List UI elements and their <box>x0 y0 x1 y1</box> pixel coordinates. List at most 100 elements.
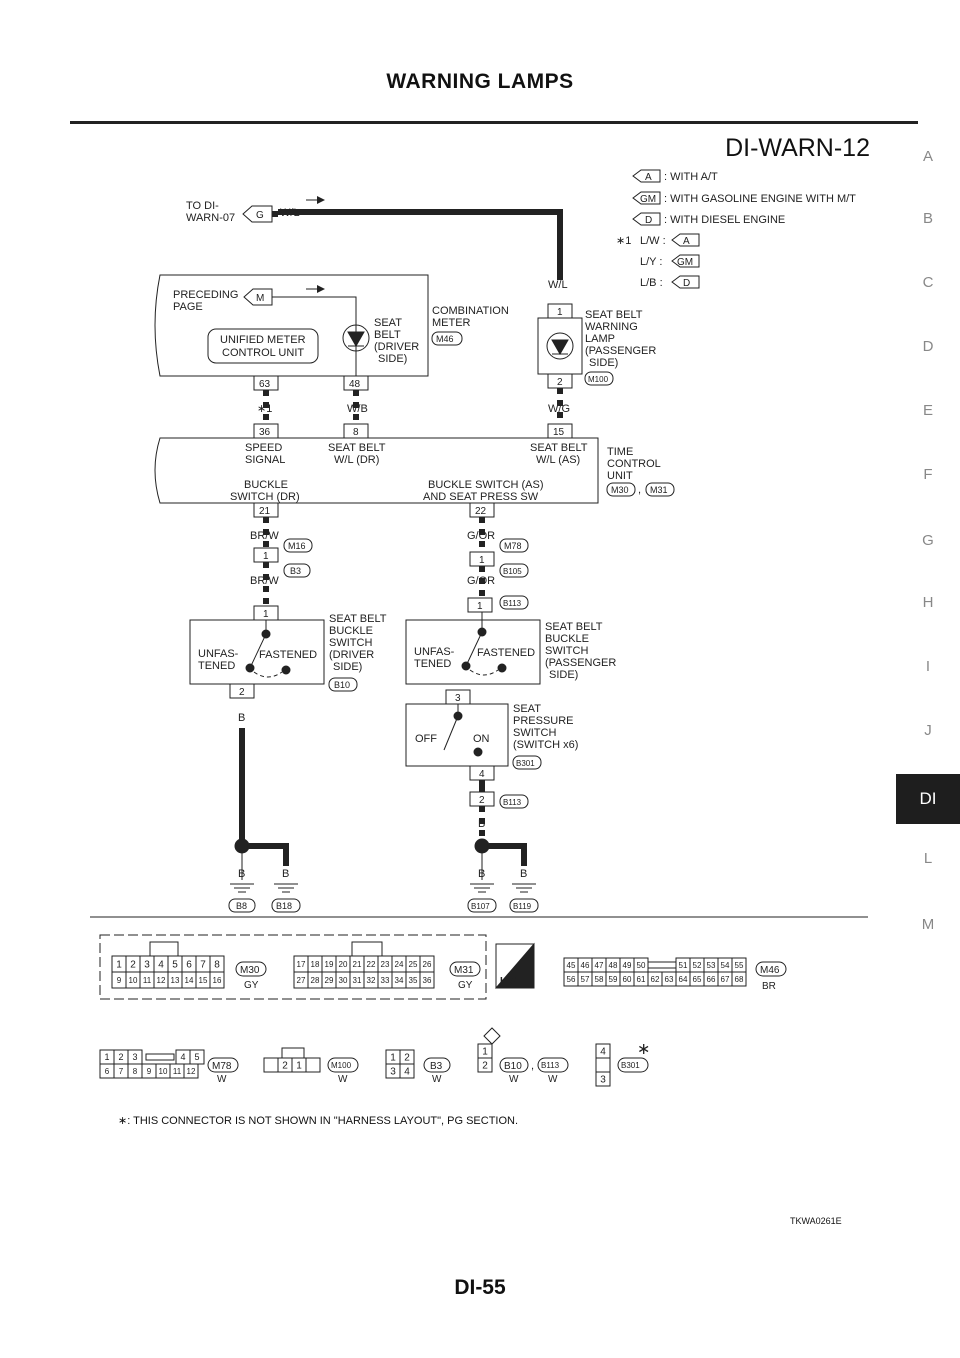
side-index-c[interactable]: C <box>922 274 934 291</box>
side-index-a[interactable]: A <box>922 148 933 165</box>
side-index-i[interactable]: I <box>925 658 931 675</box>
star-b301: ∗ <box>637 1041 650 1058</box>
pin-number: 54 <box>721 961 730 970</box>
seat-pressure-switch-box <box>405 703 509 767</box>
wire-star1: ∗1 <box>257 403 272 415</box>
tag-g: G <box>256 210 264 221</box>
pin-number: 58 <box>595 975 604 984</box>
svg-text:SEAT BELT: SEAT BELT <box>545 621 603 633</box>
side-index-g[interactable]: G <box>922 532 934 549</box>
pin-number: 2 <box>118 1052 123 1062</box>
svg-text:UNIT: UNIT <box>607 470 633 482</box>
tag-b107: B107 <box>471 902 490 911</box>
sbwl-dr-1: SEAT BELT <box>328 442 386 454</box>
conn-tag-m31 <box>645 482 675 497</box>
conn-tag-m46 <box>431 331 463 346</box>
option-tag-gm <box>632 191 661 205</box>
svg-text:(DRIVER: (DRIVER <box>329 649 374 661</box>
preceding-1: PRECEDING <box>173 289 238 301</box>
side-index-d[interactable]: D <box>922 338 934 355</box>
pin-number: 3 <box>600 1075 606 1086</box>
tag-b113: B113 <box>503 599 522 608</box>
conn-tag-m30 <box>606 482 636 497</box>
pin-label-15: 15 <box>553 427 565 438</box>
side-index-j[interactable]: J <box>924 722 932 739</box>
tag-b3-face: B3 <box>430 1061 443 1072</box>
side-index-f[interactable]: F <box>923 466 933 483</box>
connector-face-b10: 12 <box>477 1043 493 1073</box>
svg-text:BUCKLE: BUCKLE <box>329 625 373 637</box>
wire-b-1: B <box>238 712 245 724</box>
tag-m16: M16 <box>288 541 306 551</box>
tag-m30: M30 <box>611 485 629 495</box>
pin-number: 68 <box>735 975 744 984</box>
ground-group-as: B B B107 B119 <box>467 838 539 913</box>
pin-number: 59 <box>609 975 618 984</box>
option-tag-a <box>632 169 661 183</box>
pin-number: 11 <box>143 976 152 985</box>
legend-lb-d: D <box>683 278 690 289</box>
legend-d-text: : WITH DIESEL ENGINE <box>664 214 785 226</box>
wire-wl-2: W/L <box>548 279 568 291</box>
pin-number: 47 <box>595 961 604 970</box>
pin-number: 46 <box>581 961 590 970</box>
seat-belt-lamp-dr <box>342 324 370 352</box>
buckle-as-1: BUCKLE SWITCH (AS) <box>428 479 544 491</box>
legend-star1: ∗1 <box>616 235 631 247</box>
side-index-m[interactable]: M <box>921 916 935 933</box>
conn-tag-m31-face <box>449 961 481 977</box>
pin-label-1d: 1 <box>477 601 483 612</box>
pin-number: 13 <box>171 976 180 985</box>
side-index-h[interactable]: H <box>922 594 934 611</box>
side-index-di[interactable]: DI <box>896 774 960 824</box>
pin-number: 20 <box>339 960 348 969</box>
tag-b113-face: B113 <box>541 1061 560 1070</box>
pin-number: 9 <box>117 976 122 985</box>
pin-number: 15 <box>199 976 208 985</box>
pin-number: 5 <box>172 960 178 971</box>
option-tag-gm-2 <box>671 254 700 268</box>
buckle-as-2: AND SEAT PRESS SW <box>423 491 539 503</box>
pin-cell <box>145 1053 175 1061</box>
seat-belt-as-label: SEAT BELT WARNING LAMP (PASSENGER SIDE) <box>585 309 656 369</box>
pin-number: 67 <box>721 975 730 984</box>
legend-a-text: : WITH A/T <box>664 171 718 183</box>
pin-cell <box>209 971 225 989</box>
pin-number: 35 <box>409 976 418 985</box>
side-index-e[interactable]: E <box>922 402 933 419</box>
conn-tag-m78-face <box>207 1057 239 1073</box>
dashed-connector-frame <box>99 934 487 1000</box>
footnote: ∗: THIS CONNECTOR IS NOT SHOWN IN "HARNE… <box>118 1115 519 1127</box>
pin-number: 5 <box>194 1052 199 1062</box>
pin-number: 12 <box>187 1067 196 1076</box>
ground-b-1: B <box>238 868 245 880</box>
conn-tag-b113-face <box>537 1057 569 1073</box>
pin-number: 34 <box>395 976 404 985</box>
tag-m100-face: M100 <box>331 1061 352 1070</box>
tag-b301-face: B301 <box>621 1061 640 1070</box>
svg-text:H.S.: H.S. <box>500 976 520 987</box>
pin-2-b10 <box>229 683 255 699</box>
option-tag-d <box>632 212 661 226</box>
pin-label-4: 4 <box>479 769 485 780</box>
side-index-l[interactable]: L <box>923 850 933 867</box>
speed-2: SIGNAL <box>245 454 285 466</box>
legend-d: D <box>645 215 652 226</box>
pin-number: 21 <box>353 960 362 969</box>
pin-label-1b: 1 <box>263 551 269 562</box>
pin-1-m78 <box>469 551 495 567</box>
pin-cell <box>183 1063 199 1079</box>
tag-b8: B8 <box>236 901 247 911</box>
pin-number: 64 <box>679 975 688 984</box>
buckle-dr-1: BUCKLE <box>244 479 288 491</box>
tag-m31-face: M31 <box>454 965 474 976</box>
unfas-2: TENED <box>198 660 235 672</box>
option-tag-a-2 <box>671 233 700 247</box>
tcu-label: TIME CONTROL UNIT <box>607 446 661 482</box>
pin-1-b113-top <box>467 597 493 613</box>
pin-number: 36 <box>423 976 432 985</box>
conn-tag-b113 <box>499 595 529 610</box>
side-index-b[interactable]: B <box>922 210 933 227</box>
pin-number: 17 <box>297 960 306 969</box>
pin-label-36: 36 <box>259 427 271 438</box>
